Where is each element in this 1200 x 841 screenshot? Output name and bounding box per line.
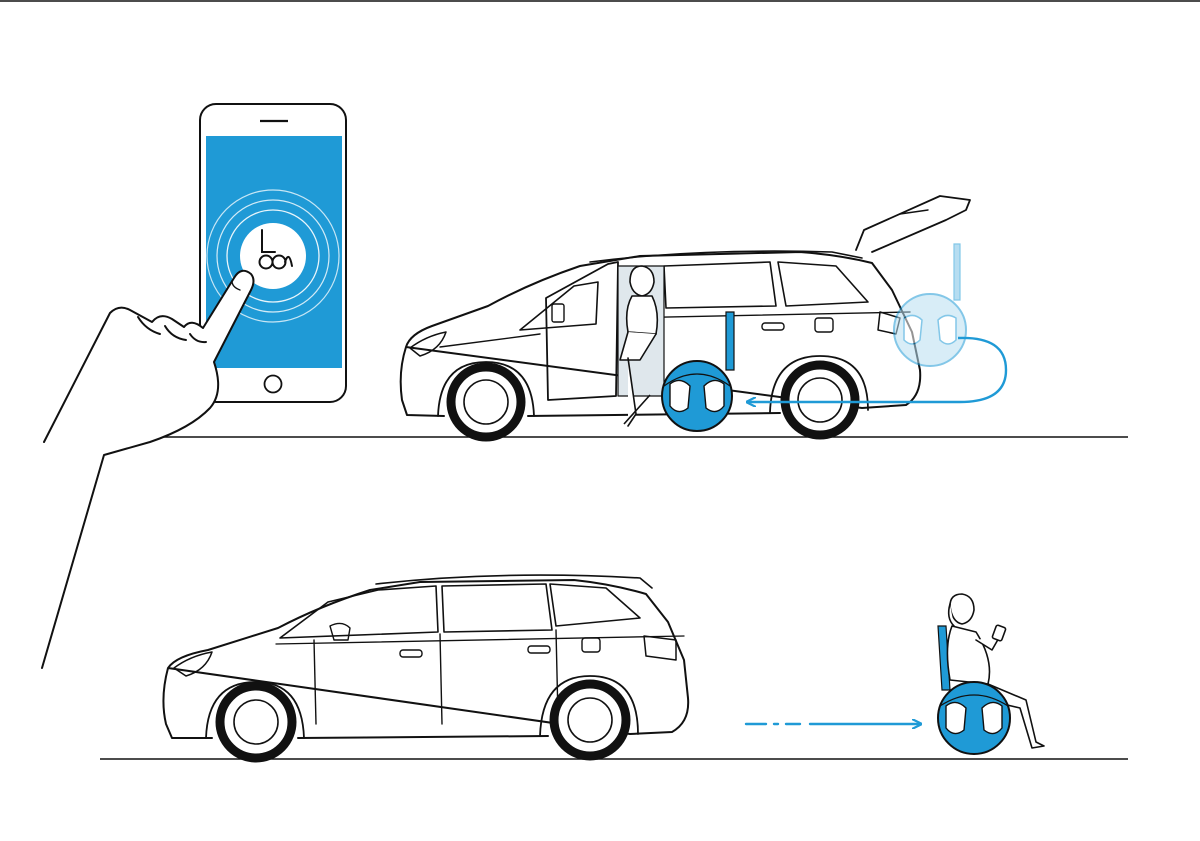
car-bottom-body (162, 579, 690, 739)
wheelchair-wheel (661, 360, 733, 432)
wheelchair-logo-icon (258, 229, 293, 270)
car-bottom-rear-wheel (549, 679, 631, 761)
wheelchair-backrest (725, 311, 735, 371)
wheelchair-wheel (937, 681, 1011, 755)
signal-rings-icon (206, 189, 340, 323)
car-bottom (162, 574, 690, 739)
smartphone (199, 103, 347, 403)
hand (41, 269, 255, 669)
wheelchair-ghost-trunk (893, 243, 967, 367)
wheelchair-at-door (623, 311, 735, 432)
app-button (240, 223, 306, 289)
car-top-front-wheel (446, 362, 526, 442)
home-button-icon (263, 374, 283, 394)
car-top-rear-wheel (780, 360, 860, 440)
person-in-car (617, 265, 665, 427)
car-top (399, 195, 971, 417)
person-on-wheelchair (937, 593, 1045, 755)
car-bottom-front-wheel (215, 681, 297, 763)
return-arrow (748, 336, 1008, 402)
